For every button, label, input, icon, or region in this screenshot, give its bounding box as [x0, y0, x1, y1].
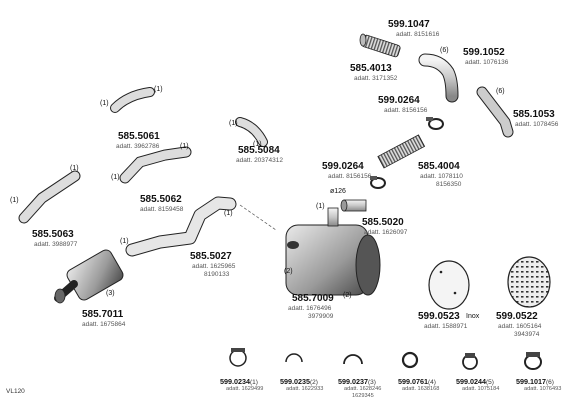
disc-599-0523 [428, 260, 470, 310]
flex-sleeve-599-1047 [359, 33, 401, 58]
part-number: 585.5084 [238, 145, 280, 156]
part-ref: adatt. 1078456 [515, 121, 559, 128]
part-ref: adatt. 1675864 [82, 321, 126, 328]
port-marker: (1) [253, 141, 262, 148]
part-ref: adatt. 8156156 [384, 107, 428, 114]
part-number: 585.5061 [118, 131, 160, 142]
small-part-number: 599.0234(1) [220, 377, 258, 386]
flex-pipe-585-4004 [377, 134, 426, 169]
port-marker: (1) [100, 100, 109, 107]
part-number: 585.5063 [32, 229, 74, 240]
part-ref: adatt. 1605164 [498, 323, 542, 330]
part-ref: adatt. 3962786 [116, 143, 160, 150]
ring-599-0761-icon [401, 351, 419, 369]
clamp-599-0264-lower [370, 176, 386, 189]
small-part-ref: adatt. 1075184 [462, 386, 500, 392]
part-ref: adatt. 8151616 [396, 31, 440, 38]
port-marker: (1) [316, 203, 325, 210]
part-number: 585.1053 [513, 109, 555, 120]
clamp-599-0235-icon [285, 353, 303, 363]
clamp-599-0234-icon [229, 348, 247, 367]
part-ref: adatt. 20374312 [236, 157, 283, 164]
port-marker: (1) [180, 143, 189, 150]
mesh-disc-599-0522 [507, 256, 551, 308]
part-number: 585.5027 [190, 251, 232, 262]
part-ref: adatt. 1676496 [288, 305, 332, 312]
part-number: 585.5020 [362, 217, 404, 228]
port-marker: (3) [106, 290, 115, 297]
part-ref: adatt. 1588971 [424, 323, 468, 330]
silencer-585-7009 [285, 207, 381, 296]
part-ref: adatt. 1076136 [465, 59, 509, 66]
small-part-ref-extra: 1629345 [352, 393, 374, 399]
part-number: 599.1052 [463, 47, 505, 58]
port-marker: (2) [284, 268, 293, 275]
part-number: 585.5062 [140, 194, 182, 205]
part-ref: adatt. 8159458 [140, 206, 184, 213]
part-ref: adatt. 1626097 [364, 229, 408, 236]
part-number: 585.4013 [350, 63, 392, 74]
port-marker: (1) [229, 120, 238, 127]
part-ref: adatt. 3988977 [34, 241, 78, 248]
part-number: 599.0523 [418, 311, 460, 322]
clamp-599-0237-icon [343, 354, 363, 365]
port-marker: (6) [440, 47, 449, 54]
port-marker: (2) [343, 292, 352, 299]
part-number: 585.7011 [82, 309, 124, 320]
port-marker: ø126 [330, 188, 346, 195]
part-ref: adatt. 1625965 [192, 263, 236, 270]
pipe-585-5020 [340, 199, 367, 212]
clamp-599-0264-top [426, 117, 444, 130]
port-marker: (1) [111, 174, 120, 181]
small-part-number: 599.1017(6) [516, 377, 554, 386]
part-material: Inox [466, 313, 480, 320]
part-number: 599.0522 [496, 311, 538, 322]
part-ref-extra: 8190133 [204, 271, 230, 278]
port-marker: (1) [70, 165, 79, 172]
part-ref-extra: 3943974 [514, 331, 540, 338]
part-ref: adatt. 3171352 [354, 75, 398, 82]
part-ref-extra: 3979909 [308, 313, 334, 320]
part-ref: adatt. 1078110 [420, 173, 463, 180]
part-number: 599.0264 [322, 161, 364, 172]
port-marker: (6) [496, 88, 505, 95]
small-part-number: 599.0237(3) [338, 377, 376, 386]
small-part-ref: adatt. 1622933 [286, 386, 324, 392]
clamp-599-0244-icon [462, 353, 478, 370]
clamp-599-1017-icon [524, 352, 542, 370]
small-part-ref: adatt. 1628246 [344, 386, 382, 392]
port-marker: (1) [224, 210, 233, 217]
part-number: 585.7009 [292, 293, 334, 304]
small-part-number: 599.0244(5) [456, 377, 494, 386]
small-part-number: 599.0761(4) [398, 377, 436, 386]
port-marker: (1) [120, 238, 129, 245]
part-ref-extra: 8156350 [436, 181, 462, 188]
port-marker: (1) [10, 197, 19, 204]
part-number: 585.4004 [418, 161, 460, 172]
part-number: 599.1047 [388, 19, 430, 30]
small-part-number: 599.0235(2) [280, 377, 318, 386]
small-part-ref: adatt. 1638168 [402, 386, 440, 392]
port-marker: (1) [154, 86, 163, 93]
part-number: 599.0264 [378, 95, 420, 106]
diagram-code: VL120 [6, 388, 25, 395]
part-ref: adatt. 8156156 [328, 173, 372, 180]
small-part-ref: adatt. 1629499 [226, 386, 264, 392]
small-part-ref: adatt. 1076493 [524, 386, 562, 392]
silencer-585-7011 [54, 249, 124, 304]
